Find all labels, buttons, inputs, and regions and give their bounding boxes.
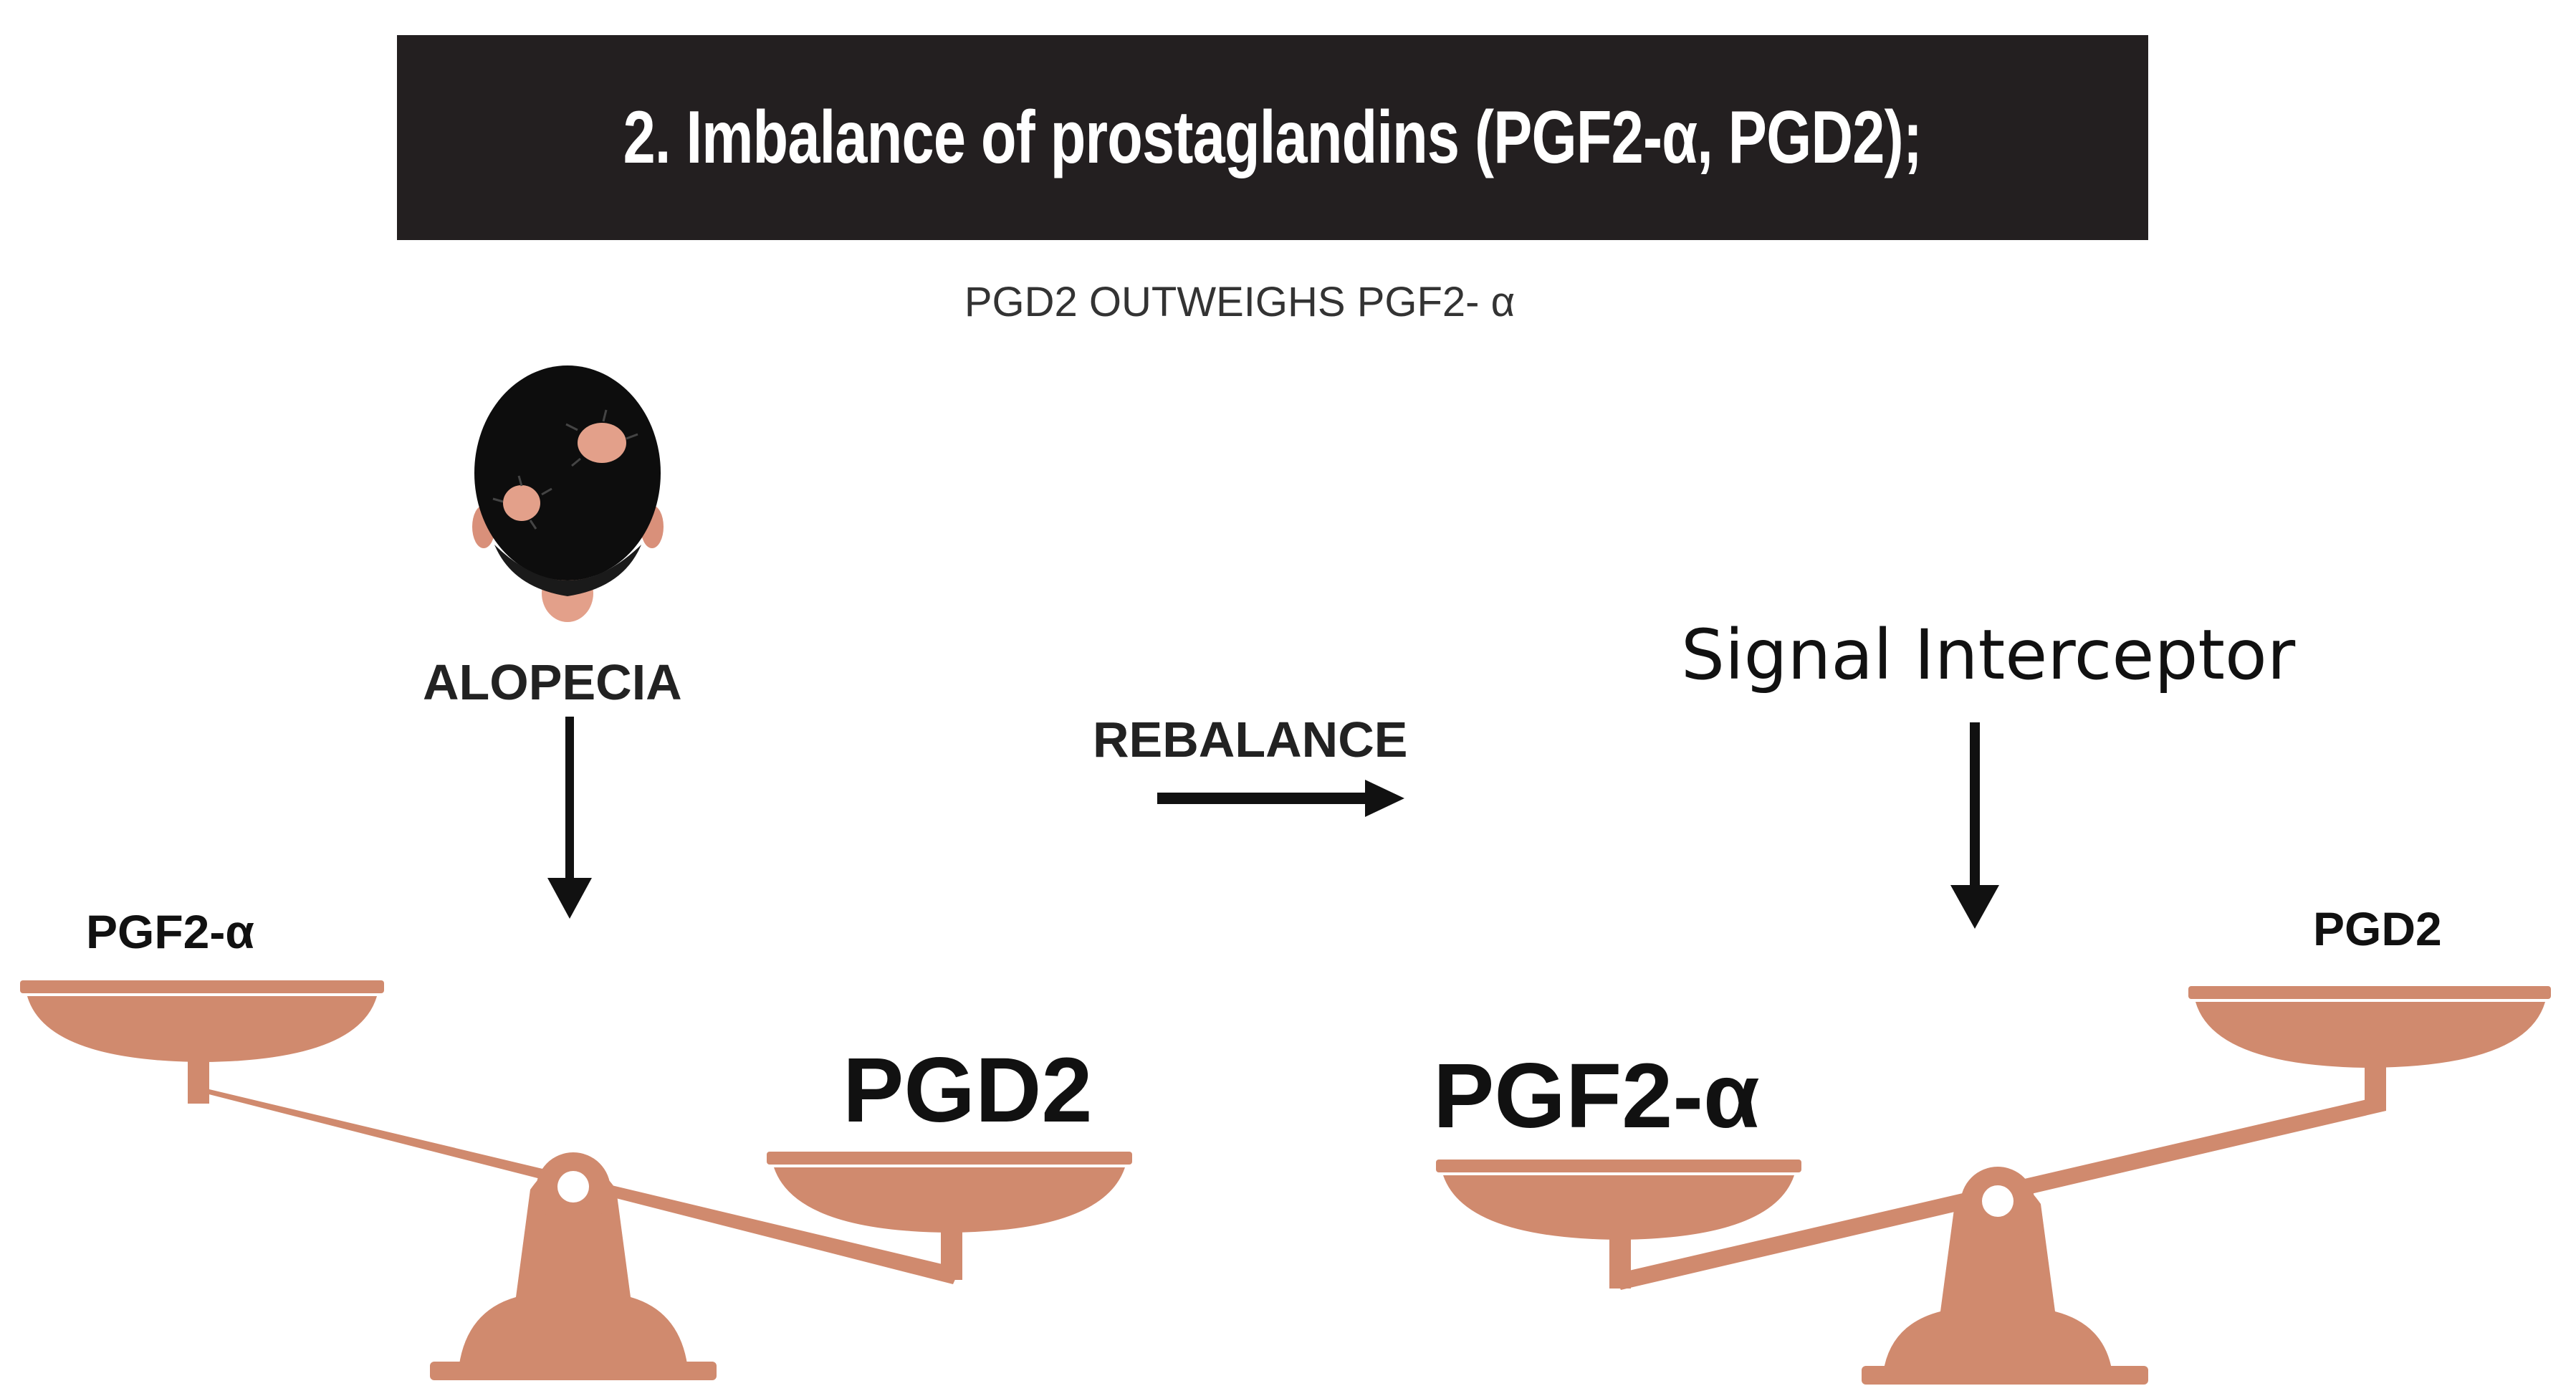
arrow-down-icon — [1950, 722, 1999, 929]
page-title: 2. Imbalance of prostaglandins (PGF2-α, … — [623, 95, 1923, 179]
right-heavy-pan-label: PGF2-α — [1433, 1045, 1760, 1147]
arrow-down-icon — [547, 717, 592, 919]
scale-icon — [20, 980, 1132, 1380]
arrow-right-icon — [1157, 780, 1404, 817]
right-light-pan-label: PGD2 — [2313, 902, 2442, 955]
head-icon — [472, 365, 664, 622]
signal-interceptor-label: Signal Interceptor — [1681, 615, 2296, 695]
left-heavy-pan-label: PGD2 — [843, 1039, 1093, 1142]
scale-icon — [1436, 986, 2551, 1385]
title-banner: 2. Imbalance of prostaglandins (PGF2-α, … — [397, 35, 2148, 240]
rebalance-label: REBALANCE — [1093, 712, 1408, 768]
subtitle: PGD2 OUTWEIGHS PGF2- α — [964, 279, 1516, 325]
alopecia-label: ALOPECIA — [423, 654, 682, 710]
left-light-pan-label: PGF2-α — [86, 905, 254, 958]
